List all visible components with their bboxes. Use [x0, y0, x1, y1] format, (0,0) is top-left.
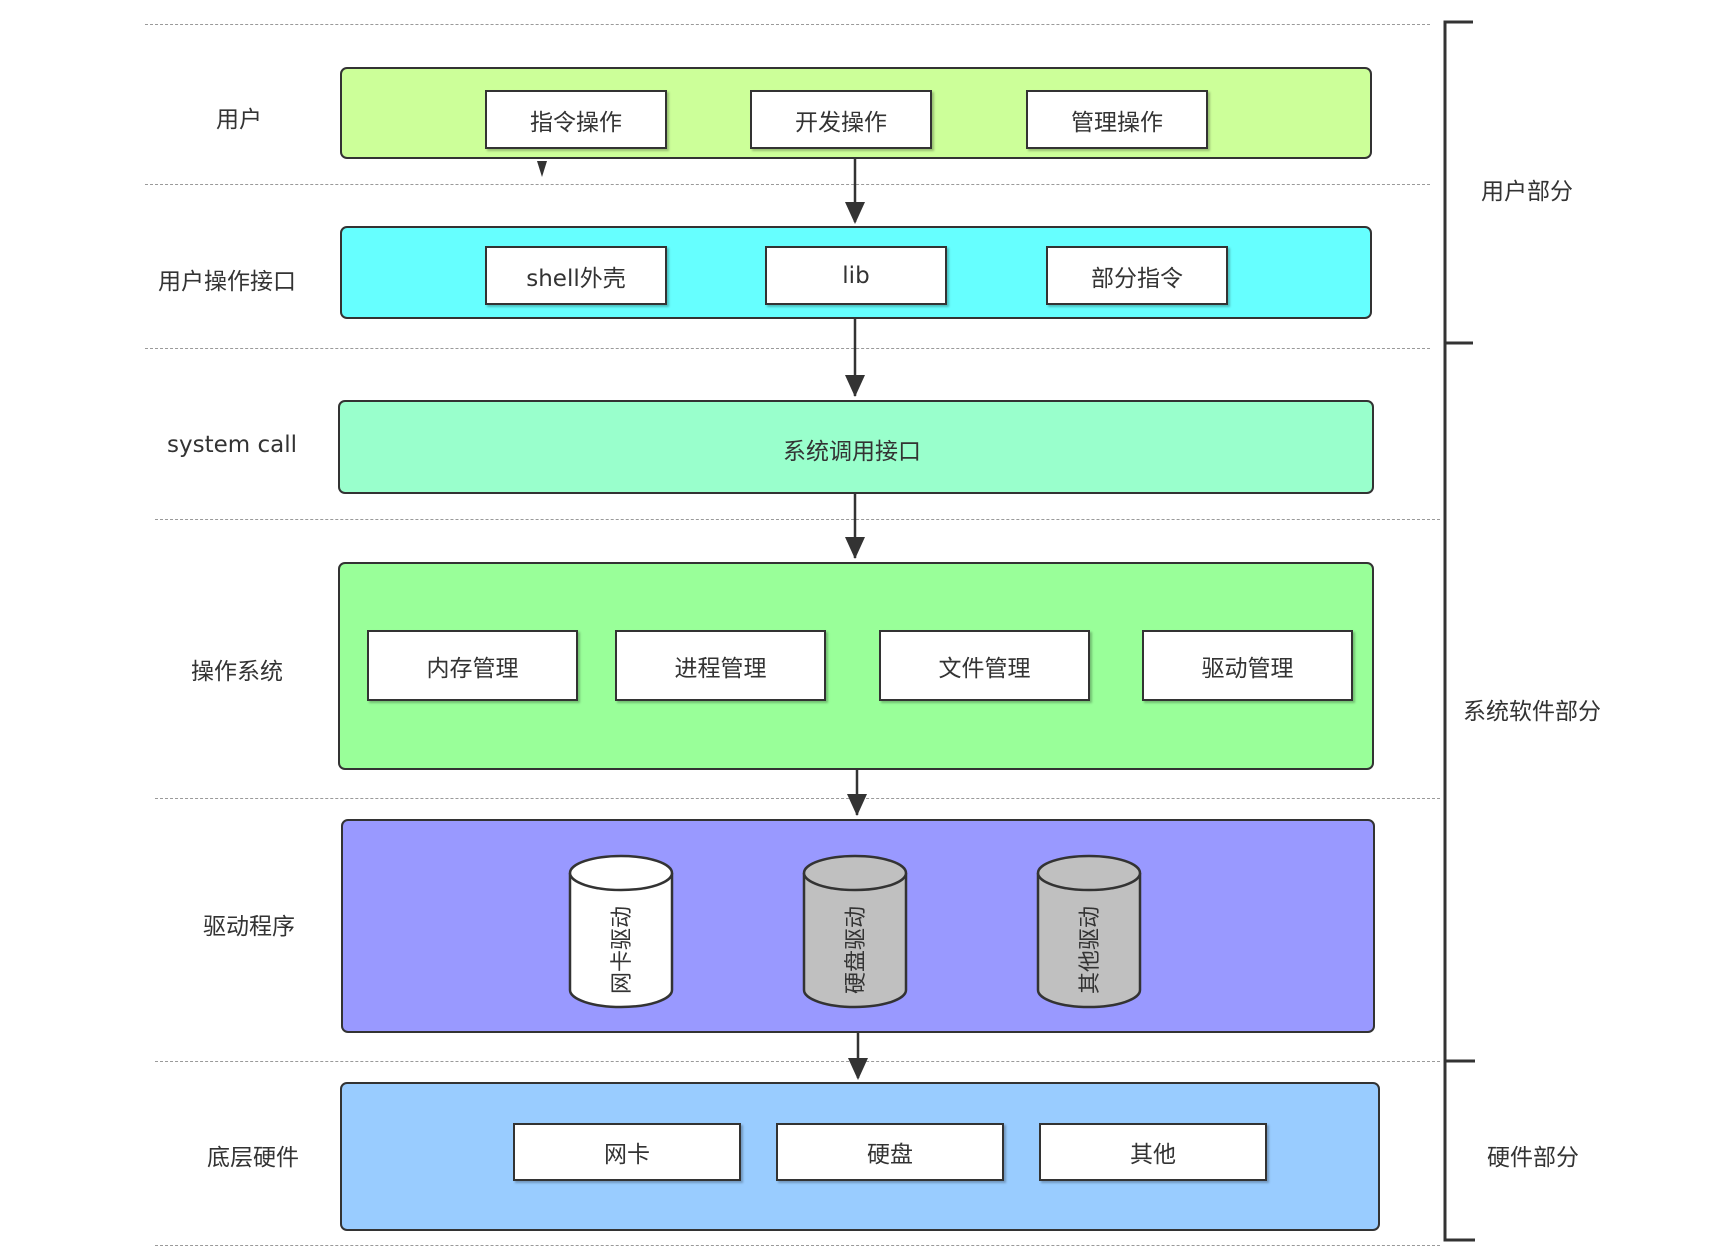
- small-arrow-icon: [537, 161, 547, 177]
- section-label-system-software-part: 系统软件部分: [1463, 699, 1601, 725]
- driver-cylinder-disk: 硬盘驱动: [802, 854, 908, 1009]
- bracket-user-part: [1443, 20, 1473, 345]
- section-brackets: [1443, 20, 1475, 1242]
- driver-label-nic: 网卡驱动: [610, 906, 635, 994]
- hardware-node-nic: 网卡: [513, 1123, 741, 1181]
- separator-line: [155, 1061, 1440, 1062]
- separator-line: [155, 519, 1440, 520]
- user-node-dev-op: 开发操作: [750, 90, 932, 149]
- section-label-user-part: 用户部分: [1481, 179, 1573, 205]
- layer-label-os: 操作系统: [191, 659, 283, 685]
- os-node-memory-mgmt: 内存管理: [367, 630, 578, 701]
- separator-line: [145, 24, 1430, 25]
- bracket-system-software-part: [1443, 343, 1475, 1063]
- layer-label-syscall: system call: [167, 432, 297, 458]
- user-node-command-op: 指令操作: [485, 90, 667, 149]
- driver-label-other: 其他驱动: [1078, 906, 1103, 994]
- os-node-process-mgmt: 进程管理: [615, 630, 826, 701]
- driver-label-disk: 硬盘驱动: [844, 906, 869, 994]
- user-node-admin-op: 管理操作: [1026, 90, 1208, 149]
- driver-cylinder-nic: 网卡驱动: [568, 854, 674, 1009]
- separator-line: [145, 184, 1430, 185]
- layer-label-user: 用户: [216, 107, 262, 133]
- interface-node-lib: lib: [765, 246, 947, 305]
- layer-label-hardware: 底层硬件: [207, 1145, 299, 1171]
- separator-line: [155, 1245, 1440, 1246]
- syscall-layer-box: [338, 400, 1374, 494]
- section-label-hardware-part: 硬件部分: [1487, 1145, 1579, 1171]
- hardware-node-disk: 硬盘: [776, 1123, 1004, 1181]
- driver-cylinder-other: 其他驱动: [1036, 854, 1142, 1009]
- interface-node-partial-commands: 部分指令: [1046, 246, 1228, 305]
- flow-arrows: [537, 159, 868, 1080]
- os-node-driver-mgmt: 驱动管理: [1142, 630, 1353, 701]
- layer-label-interface: 用户操作接口: [158, 269, 296, 295]
- bracket-hardware-part: [1443, 1061, 1475, 1242]
- hardware-node-other: 其他: [1039, 1123, 1267, 1181]
- separator-line: [145, 348, 1430, 349]
- os-node-file-mgmt: 文件管理: [879, 630, 1090, 701]
- syscall-interface-text: 系统调用接口: [783, 439, 921, 465]
- separator-line: [155, 798, 1440, 799]
- interface-node-shell: shell外壳: [485, 246, 667, 305]
- layer-label-drivers: 驱动程序: [203, 914, 295, 940]
